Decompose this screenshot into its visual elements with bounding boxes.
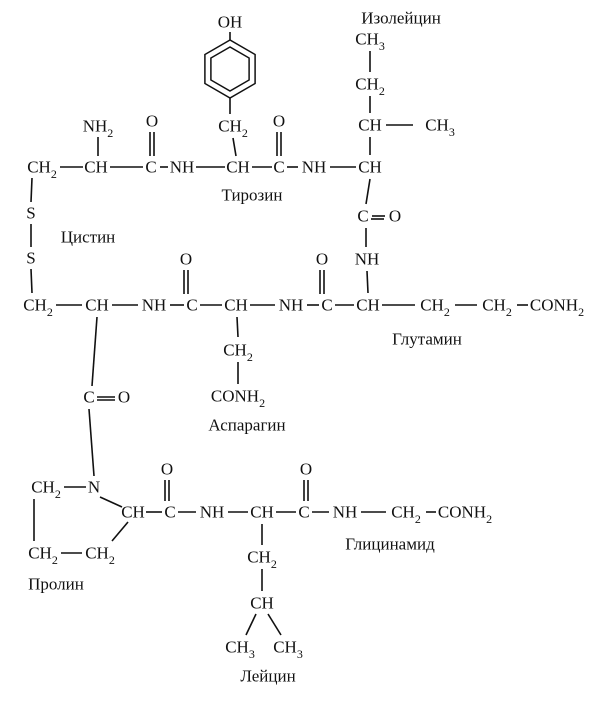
atom-ch2-tyr: CH2 <box>218 117 248 141</box>
atom-ch2-ile: CH2 <box>355 75 385 99</box>
bond-40 <box>99 496 123 508</box>
atom-conh2-gly: CONH2 <box>438 503 492 527</box>
atom-ch2-cys2: CH2 <box>23 296 53 320</box>
atom-conh2-gln: CONH2 <box>530 296 584 320</box>
bond-14 <box>232 137 237 157</box>
atom-o-cys1: O <box>146 112 158 131</box>
atom-nh-gln: NH <box>279 296 304 315</box>
bond-32 <box>366 270 369 294</box>
atom-ch3-ile-side: CH3 <box>425 116 455 140</box>
atom-nh-leu: NH <box>200 503 225 522</box>
atom-o-co: O <box>118 388 130 407</box>
atom-nh-asn: NH <box>142 296 167 315</box>
atom-ch3-leu-b: CH3 <box>273 638 303 662</box>
atom-n-pro: N <box>88 478 100 497</box>
atom-ch2-gln1: CH2 <box>420 296 450 320</box>
atom-nh-ile: NH <box>302 158 327 177</box>
bond-50 <box>111 521 129 542</box>
atom-ch2-cys1: CH2 <box>27 158 57 182</box>
atom-nh-tyr: NH <box>170 158 195 177</box>
benzene-ring-inner <box>210 46 250 92</box>
atom-ch2-gly: CH2 <box>391 503 421 527</box>
bond-33 <box>236 316 239 338</box>
residue-label-asparagine: Аспарагин <box>208 416 285 435</box>
benzene-ring <box>204 39 256 99</box>
atom-nh-gly: NH <box>333 503 358 522</box>
atom-o-pro: O <box>161 460 173 479</box>
atom-ch2-asn: CH2 <box>223 341 253 365</box>
atom-ch-leu-side: CH <box>250 594 274 613</box>
atom-ch2-pro-top: CH2 <box>31 478 61 502</box>
bond-54 <box>267 613 282 636</box>
bond-38 <box>88 408 95 477</box>
residue-label-proline: Пролин <box>28 575 84 594</box>
atom-o-tyr: O <box>273 112 285 131</box>
atom-ch2-pro-bl: CH2 <box>28 544 58 568</box>
atom-o-cys2: O <box>180 250 192 269</box>
atom-ch2-pro-br: CH2 <box>85 544 115 568</box>
atom-ch-cys2: CH <box>85 296 109 315</box>
residue-label-glutamine: Глутамин <box>392 330 462 349</box>
atom-ch2-leu: CH2 <box>247 548 277 572</box>
atom-c-pro: C <box>164 503 175 522</box>
atom-ch-cys1: CH <box>84 158 108 177</box>
residue-label-glycinamide: Глицинамид <box>345 535 435 554</box>
bond-15 <box>365 178 371 205</box>
atom-c-cys2: C <box>186 296 197 315</box>
atom-c-co: C <box>83 388 94 407</box>
atom-s2: S <box>26 249 35 268</box>
atom-nh2-cys: NH2 <box>83 117 114 141</box>
residue-label-leucine: Лейцин <box>240 667 295 686</box>
atom-c-asn: C <box>321 296 332 315</box>
atom-o-leu: O <box>300 460 312 479</box>
residue-label-isoleucine: Изолейцин <box>361 9 441 28</box>
atom-ch3-leu-a: CH3 <box>225 638 255 662</box>
atom-ch3-top: CH3 <box>355 30 385 54</box>
atom-ch2-gln2: CH2 <box>482 296 512 320</box>
atom-oh: OH <box>218 13 243 32</box>
atom-ch-pro: CH <box>121 503 145 522</box>
atom-ch-ile-side: CH <box>358 116 382 135</box>
residue-label-tyrosine: Тирозин <box>222 186 283 205</box>
bond-53 <box>245 613 257 636</box>
residue-label-cystine: Цистин <box>61 228 116 247</box>
atom-ch-leu: CH <box>250 503 274 522</box>
bond-35 <box>91 316 98 387</box>
atom-nh-gln-v: NH <box>355 250 380 269</box>
bond-19 <box>30 177 33 203</box>
atom-s1: S <box>26 204 35 223</box>
atom-c-leu: C <box>298 503 309 522</box>
atom-o-ile: O <box>389 207 401 226</box>
atom-ch-tyr: CH <box>226 158 250 177</box>
atom-c-ile: C <box>357 207 368 226</box>
atom-c-tyr: C <box>273 158 284 177</box>
atom-ch-ile: CH <box>358 158 382 177</box>
atom-ch-gln: CH <box>356 296 380 315</box>
atom-c-cys1: C <box>145 158 156 177</box>
atom-ch-asn: CH <box>224 296 248 315</box>
atom-conh2-asn: CONH2 <box>211 387 265 411</box>
atom-o-asn: O <box>316 250 328 269</box>
bond-21 <box>30 268 33 294</box>
